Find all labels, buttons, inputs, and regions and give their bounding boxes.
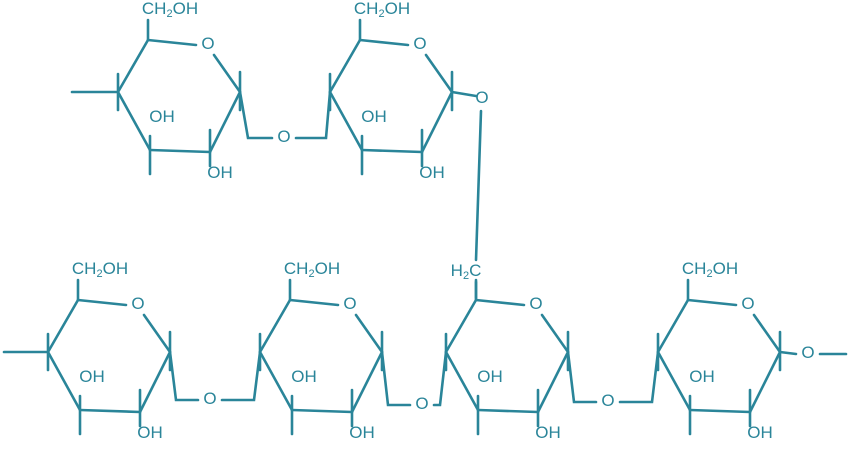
ring-oxygen-label: O <box>343 294 356 313</box>
c2-hydroxyl-label: OH <box>207 163 233 182</box>
glycosidic-oxygen-label: O <box>277 127 290 146</box>
glycosidic-1-bond-left <box>168 350 200 402</box>
ring-bond-c5-o <box>76 298 128 307</box>
ring-bond-o-c1 <box>424 53 454 94</box>
ring-bond-c3-c4 <box>116 90 152 152</box>
ring-bond-o-c1 <box>142 313 172 354</box>
ring-bond-o-c1 <box>212 53 242 94</box>
glycosidic-3-oxygen-label: O <box>601 391 614 410</box>
glycosidic-2-oxygen-label: O <box>415 394 428 413</box>
ring-bond-c3-c4 <box>444 350 480 412</box>
c3-hydroxyl-label: OH <box>689 367 715 386</box>
ch2oh-label: CH2OH <box>354 0 410 20</box>
ch2oh-label: CH2OH <box>72 259 128 279</box>
ring-bond-c1-c2 <box>748 350 782 414</box>
ring-bond-c4-c5 <box>46 298 80 354</box>
ring-bond-c5-o <box>146 38 198 47</box>
methylene-label: H2C <box>451 261 482 281</box>
glycosidic-1-oxygen-label: O <box>203 389 216 408</box>
ring-bond-c5-o <box>288 298 340 307</box>
ring-oxygen-label: O <box>413 34 426 53</box>
ring-bond-c2-c3 <box>78 408 142 414</box>
ring-bond-c4-c5 <box>258 298 292 354</box>
ring-bond-c2-c3 <box>688 408 752 414</box>
ring-bond-c1-c2 <box>138 350 172 414</box>
ring-bond-c5-o <box>686 298 738 307</box>
terminal-bond <box>778 350 798 356</box>
anomeric-bond <box>450 90 478 98</box>
c3-hydroxyl-label: OH <box>79 367 105 386</box>
ring-bond-c3-c4 <box>46 350 82 412</box>
c2-hydroxyl-label: OH <box>349 423 375 442</box>
ring-bond-c2-c3 <box>360 148 424 154</box>
ring-bond-c4-c5 <box>116 38 150 94</box>
glycosidic-2-bond-right <box>432 350 448 407</box>
glycosidic-3-bond-right <box>618 350 660 404</box>
ring-bond-c1-c2 <box>536 350 570 414</box>
ring-bond-c5-o <box>474 298 526 307</box>
ring-bond-c2-c3 <box>148 148 212 154</box>
glycosidic-1-bond-right <box>220 350 262 402</box>
c2-hydroxyl-label: OH <box>419 163 445 182</box>
c2-hydroxyl-label: OH <box>747 423 773 442</box>
branch-oxygen-label: O <box>475 88 488 107</box>
c3-hydroxyl-label: OH <box>361 107 387 126</box>
ring-bond-o-c1 <box>540 313 570 354</box>
ring-oxygen-label: O <box>201 34 214 53</box>
ring-oxygen-label: O <box>529 294 542 313</box>
ch2oh-label: CH2OH <box>142 0 198 20</box>
glycosidic-bond <box>294 90 332 140</box>
c3-hydroxyl-label: OH <box>477 367 503 386</box>
ring-bond-c3-c4 <box>656 350 692 412</box>
glycosidic-bond <box>238 90 274 140</box>
c2-hydroxyl-label: OH <box>535 423 561 442</box>
terminal-oxygen-label: O <box>801 343 814 362</box>
c2-hydroxyl-label: OH <box>137 423 163 442</box>
ring-bond-c1-c2 <box>350 350 384 414</box>
ring-bond-o-c1 <box>354 313 384 354</box>
c3-hydroxyl-label: OH <box>149 107 175 126</box>
ring-bond-c2-c3 <box>476 408 540 414</box>
ch2oh-label: CH2OH <box>284 259 340 279</box>
c3-hydroxyl-label: OH <box>291 367 317 386</box>
ring-bond-c2-c3 <box>290 408 354 414</box>
ring-oxygen-label: O <box>131 294 144 313</box>
glycosidic-2-bond-left <box>380 350 412 407</box>
ring-bond-c5-o <box>358 38 410 47</box>
ring-bond-c1-c2 <box>208 90 242 154</box>
ring-bond-c4-c5 <box>444 298 478 354</box>
glycosidic-3-bond-left <box>566 350 598 404</box>
ring-bond-c4-c5 <box>656 298 690 354</box>
ring-bond-o-c1 <box>752 313 782 354</box>
ring-oxygen-label: O <box>741 294 754 313</box>
ch2oh-label: CH2OH <box>682 259 738 279</box>
branch-bond <box>474 109 483 262</box>
ring-bond-c1-c2 <box>420 90 454 154</box>
ring-bond-c3-c4 <box>328 90 364 152</box>
ring-bond-c3-c4 <box>258 350 294 412</box>
ring-bond-c4-c5 <box>328 38 362 94</box>
